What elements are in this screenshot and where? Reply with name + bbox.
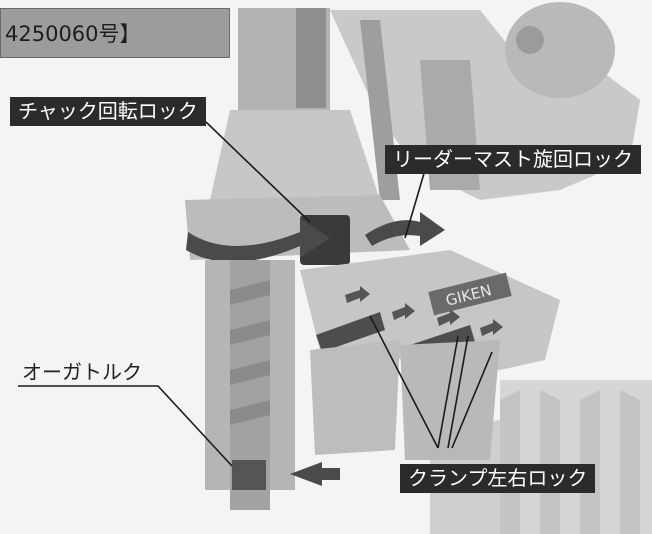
auger-column — [205, 260, 340, 510]
patent-number-text: 4250060号】 — [5, 22, 141, 46]
chuck-head — [185, 110, 445, 265]
patent-number-banner: 4250060号】 — [0, 8, 230, 58]
clamp-lr-lock-label: クランプ左右ロック — [400, 464, 596, 493]
leader-mast-swivel-lock-label: リーダーマスト旋回ロック — [385, 145, 641, 174]
rotation-arrow-icon — [365, 212, 445, 246]
auger-torque-label: オーガトルク — [22, 360, 142, 384]
leader-lines — [18, 121, 493, 467]
chuck-rotation-lock-label: チャック回転ロック — [10, 97, 206, 126]
rotation-arrow-icon — [186, 218, 330, 263]
clamp-assembly: GIKEN — [300, 250, 560, 460]
direction-arrow-icon — [290, 462, 340, 486]
